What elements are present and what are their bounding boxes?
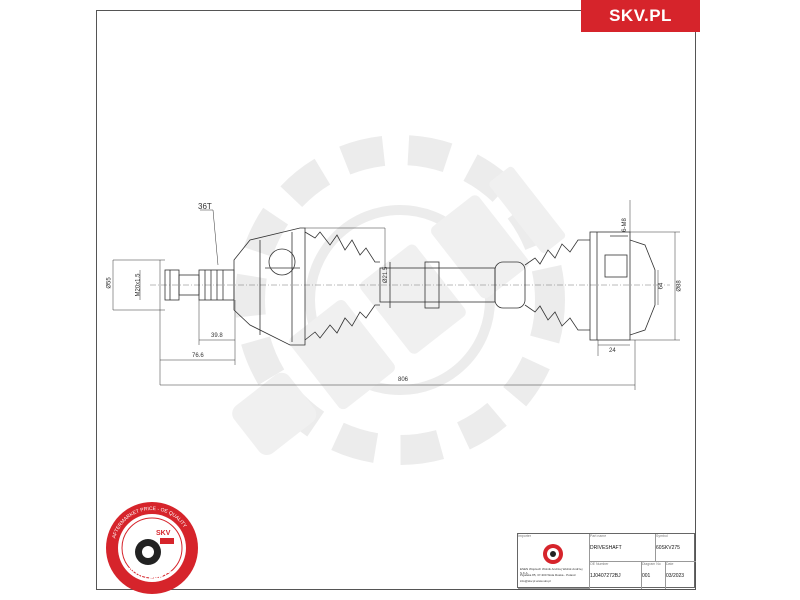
symbol-label: Symbol (656, 534, 668, 538)
symbol-value: 60SKV275 (656, 545, 680, 551)
importer-label: Importer (518, 534, 532, 538)
dim-length-b: 76.6 (192, 353, 204, 359)
company-line1: ESEN Wojciech Wolnik Andrzej Wolnik Andr… (520, 567, 583, 575)
part-name-label: Part name (590, 534, 607, 538)
oe-number-cell: OE Number 1J0407272BJ (590, 562, 642, 589)
drawing-no-value: 001 (642, 573, 651, 579)
part-name-value: DRIVESHAFT (590, 545, 622, 551)
oe-label: OE Number (590, 562, 609, 566)
quality-seal: SKV AFTERMARKET PRICE - OE QUALITY AUTO … (106, 502, 198, 594)
brand-logo[interactable]: SKV.PL (581, 0, 700, 32)
title-block: Importer ESEN Wojciech Wolnik Andrzej Wo… (517, 533, 696, 589)
gear-icon (135, 538, 174, 565)
dim-shaft-diameter: Ø21.5 (383, 266, 390, 284)
drawing-no-label: Diagram No (642, 562, 661, 566)
seal-center: SKV (156, 530, 171, 537)
oe-number-value: 1J0407272BJ (590, 573, 621, 579)
company-line2: Pigalska 85, 37-300 Wola Ruska - Poland (520, 573, 576, 577)
importer-cell: Importer ESEN Wojciech Wolnik Andrzej Wo… (518, 534, 590, 589)
dim-inner-stub: 64 (658, 282, 665, 290)
symbol-cell: Symbol 60SKV275 (656, 534, 696, 562)
part-name-cell: Part name DRIVESHAFT (590, 534, 656, 562)
dim-inner-joint-small: 24 (609, 348, 616, 354)
dim-inner-flange: 6-M8 (621, 218, 628, 232)
date-cell: Date 03/2023 (666, 562, 696, 589)
drawing-no-cell: Diagram No 001 (642, 562, 666, 589)
dim-inner-joint-diameter: Ø88 (676, 280, 683, 292)
date-label: Date (666, 562, 674, 566)
dim-thread: M20x1.5 (135, 273, 142, 297)
brand-label: SKV.PL (609, 6, 672, 25)
dim-spline-teeth: 36T (198, 202, 212, 211)
importer-logo-icon (543, 544, 563, 564)
date-value: 03/2023 (666, 573, 685, 579)
dim-overall-length: 806 (398, 377, 409, 383)
drawing-frame (96, 10, 696, 590)
dim-diameter-outer: Ø55 (106, 277, 113, 289)
company-line3: info@skv.pl www.skv.pl (520, 579, 551, 583)
dim-length-a: 39.8 (211, 333, 223, 339)
